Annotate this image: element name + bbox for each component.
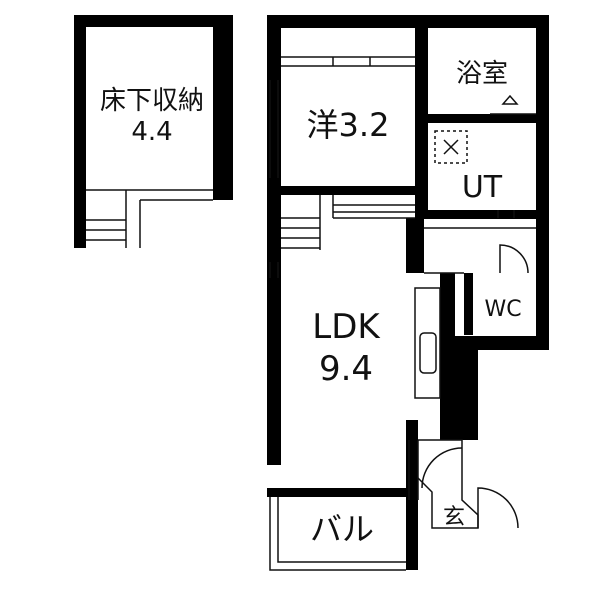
ldk-side-window [269,262,279,278]
bath-label: 浴室 [456,59,508,89]
washer-box [434,130,468,164]
inner-door[interactable] [421,447,463,489]
entry-wall [406,420,418,570]
main-walls [267,15,549,570]
ldk-label: LDK [312,307,381,347]
storage-area: 床下収納 4.4 [74,15,233,248]
thin-lines [269,56,536,571]
ldk-wall-bottom [267,488,406,497]
corridor-wall [406,218,424,273]
kitchen-counter [414,287,441,399]
wc-label: WC [484,297,521,322]
western-window [281,56,415,67]
step-wall [455,336,478,440]
bath-wall-bottom [428,114,536,123]
entrance-door[interactable] [477,487,519,529]
bath-marks [490,94,536,115]
western-side-window [269,80,279,178]
ut-right-mark [497,210,515,218]
balcony-label: バル [310,510,374,548]
wc-wall [464,273,473,335]
bath-wall-left [415,28,428,218]
doors [421,244,529,529]
entrance-label: 玄 [443,505,465,530]
kitchen-sink [419,332,437,374]
ut-label: UT [462,170,503,205]
shoe-box [408,440,419,500]
ut-wall-bottom [415,210,536,219]
ldk-size: 9.4 [319,349,373,389]
closet-lines [281,195,415,250]
corridor-lines [424,227,536,274]
storage-walls [74,15,233,248]
washer-x [443,139,459,155]
storage-label: 床下収納 [100,86,204,116]
western-room-label: 洋3.2 [307,106,390,144]
kitchen-wall [440,273,455,440]
storage-inner-lines [86,189,213,248]
wc-door[interactable] [499,244,529,274]
balcony-lines [269,497,406,571]
western-wall-bottom [281,186,415,195]
storage-size: 4.4 [131,117,172,147]
